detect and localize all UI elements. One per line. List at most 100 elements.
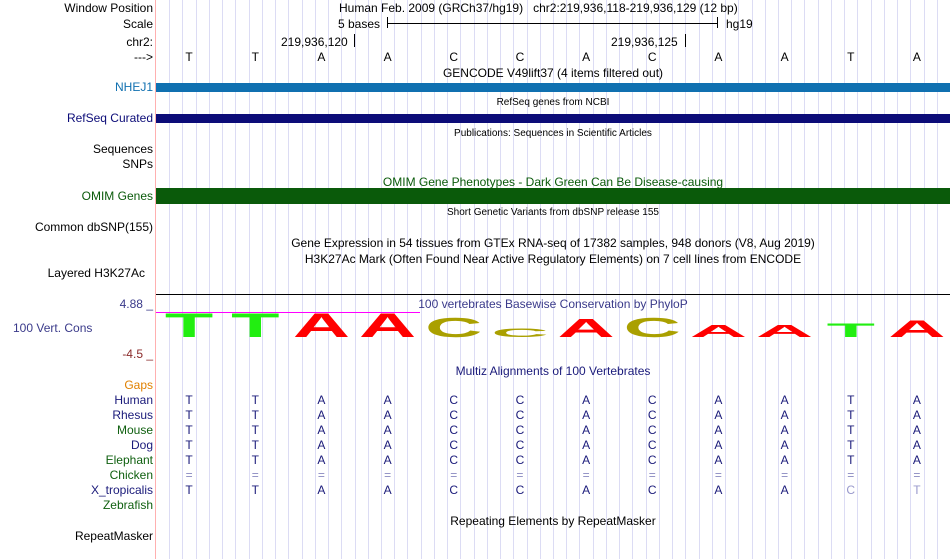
refseq-title: RefSeq genes from NCBI <box>496 97 610 108</box>
aligned-base: A <box>780 408 789 422</box>
aligned-base: A <box>582 408 591 422</box>
aligned-base: T <box>251 423 259 437</box>
dbsnp-label[interactable]: Common dbSNP(155) <box>34 220 153 234</box>
h3k27ac-baseline <box>156 294 950 295</box>
nhej1-label[interactable]: NHEJ1 <box>114 80 153 94</box>
logo-letter: A <box>557 314 614 343</box>
species-label[interactable]: Dog <box>130 438 153 452</box>
base-letter: A <box>383 50 392 64</box>
nhej1-gene-bar[interactable] <box>156 83 950 92</box>
grid-line <box>235 0 236 559</box>
logo-letter: A <box>690 321 747 341</box>
grid-line <box>619 0 620 559</box>
h3k27ac-label[interactable]: Layered H3K27Ac <box>47 266 145 280</box>
aligned-base: T <box>185 408 193 422</box>
aligned-base: A <box>582 393 591 407</box>
aligned-base: = <box>582 468 590 482</box>
grid-line <box>328 0 329 559</box>
snps-label[interactable]: SNPs <box>122 157 153 171</box>
scale-label: Scale <box>122 17 153 31</box>
aligned-base: A <box>714 408 723 422</box>
species-label[interactable]: Mouse <box>116 423 153 437</box>
aligned-base: C <box>647 483 657 497</box>
omim-label[interactable]: OMIM Genes <box>81 189 153 203</box>
aligned-base: = <box>516 468 524 482</box>
grid-line <box>765 0 766 559</box>
grid-line <box>513 0 514 559</box>
aligned-base: T <box>251 483 259 497</box>
omim-title: OMIM Gene Phenotypes - Dark Green Can Be… <box>382 175 724 189</box>
base-letter: A <box>582 50 591 64</box>
grid-line <box>632 0 633 559</box>
base-letter: T <box>251 50 259 64</box>
species-label[interactable]: Chicken <box>109 468 153 482</box>
grid-line <box>791 0 792 559</box>
base-letter: A <box>780 50 789 64</box>
species-label[interactable]: Rhesus <box>112 408 153 422</box>
gaps-label: Gaps <box>124 378 153 392</box>
grid-line <box>712 0 713 559</box>
species-label[interactable]: X_tropicalis <box>90 483 153 497</box>
species-label[interactable]: Zebrafish <box>102 498 153 512</box>
sequences-label[interactable]: Sequences <box>92 142 153 156</box>
grid-line <box>169 0 170 559</box>
coord-right: 219,936,125 <box>611 35 678 49</box>
grid-line <box>474 0 475 559</box>
grid-line <box>540 0 541 559</box>
aligned-base: A <box>780 453 789 467</box>
aligned-base: A <box>582 453 591 467</box>
cons-label[interactable]: 100 Vert. Cons <box>13 321 93 335</box>
aligned-base: A <box>383 438 392 452</box>
publications-title: Publications: Sequences in Scientific Ar… <box>454 128 652 139</box>
aligned-base: T <box>185 393 193 407</box>
aligned-base: = <box>847 468 855 482</box>
grid-line <box>527 0 528 559</box>
aligned-base: A <box>912 423 921 437</box>
aligned-base: C <box>515 423 525 437</box>
grid-line <box>844 0 845 559</box>
aligned-base: A <box>780 423 789 437</box>
aligned-base: = <box>251 468 259 482</box>
aligned-base: = <box>317 468 325 482</box>
grid-line <box>778 0 779 559</box>
grid-line <box>672 0 673 559</box>
omim-bar[interactable] <box>156 188 950 204</box>
grid-line <box>355 0 356 559</box>
grid-line <box>910 0 911 559</box>
aligned-base: A <box>383 393 392 407</box>
aligned-base: C <box>449 408 459 422</box>
repeatmasker-label[interactable]: RepeatMasker <box>74 529 153 543</box>
cons-title: 100 vertebrates Basewise Conservation by… <box>418 297 688 311</box>
grid-line <box>262 0 263 559</box>
refseq-label[interactable]: RefSeq Curated <box>66 111 153 125</box>
grid-line <box>871 0 872 559</box>
grid-line <box>897 0 898 559</box>
aligned-base: C <box>515 453 525 467</box>
logo-letter: C <box>491 326 548 340</box>
grid-line <box>487 0 488 559</box>
aligned-base: A <box>383 408 392 422</box>
grid-line <box>699 0 700 559</box>
logo-letter: T <box>231 306 279 345</box>
h3k27ac-title: H3K27Ac Mark (Often Found Near Active Re… <box>304 252 802 266</box>
aligned-base: A <box>582 438 591 452</box>
aligned-base: C <box>449 423 459 437</box>
refseq-gene-bar[interactable] <box>156 114 950 123</box>
logo-letter: A <box>888 316 945 343</box>
scale-text: 5 bases <box>338 17 381 31</box>
aligned-base: T <box>251 393 259 407</box>
base-letter: A <box>912 50 921 64</box>
species-label[interactable]: Elephant <box>105 453 153 467</box>
grid-line <box>553 0 554 559</box>
base-letter: C <box>647 50 657 64</box>
grid-line <box>924 0 925 559</box>
scale-bar <box>387 23 717 24</box>
repeatmasker-title: Repeating Elements by RepeatMasker <box>450 514 656 528</box>
aligned-base: A <box>714 483 723 497</box>
chr-label: chr2: <box>126 35 153 49</box>
aligned-base: A <box>780 393 789 407</box>
aligned-base: A <box>912 408 921 422</box>
grid-line <box>275 0 276 559</box>
species-label[interactable]: Human <box>114 393 153 407</box>
